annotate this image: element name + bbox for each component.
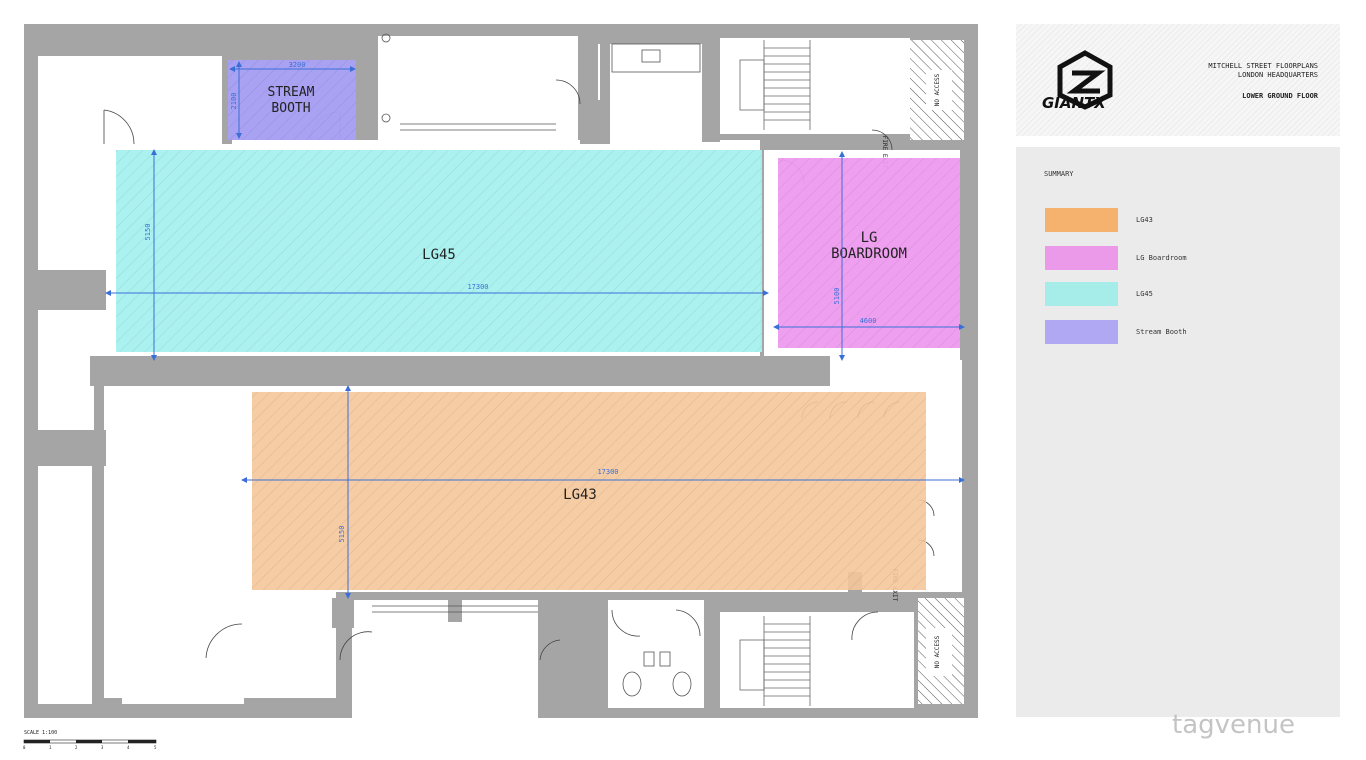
legend-swatch xyxy=(1045,282,1118,306)
legend-swatch xyxy=(1045,208,1118,232)
no-access-label-south: NO ACCESS xyxy=(934,635,941,668)
fire-exit-label-north: FIRE EXIT xyxy=(881,136,888,169)
stairs-north xyxy=(739,40,811,130)
fixtures xyxy=(372,33,701,697)
dim-boardroom-height-label: 5100 xyxy=(833,288,841,305)
logo-text: GIANTX xyxy=(1042,94,1106,112)
partition-walls xyxy=(38,38,978,708)
legend-swatch xyxy=(1045,320,1118,344)
dim-lg43-width-label: 17300 xyxy=(597,468,618,476)
title-line-2: LONDON HEADQUARTERS xyxy=(1237,71,1318,79)
title-block: GIANTX MITCHELL STREET FLOORPLANS LONDON… xyxy=(1016,24,1340,136)
dim-stream-width-label: 3200 xyxy=(289,61,306,69)
scale-tick-4: 4 xyxy=(127,745,130,750)
scale-bar: 0 1 2 3 4 5 xyxy=(23,739,157,750)
floor-name: LOWER GROUND FLOOR xyxy=(1242,92,1318,100)
legend-label: Stream Booth xyxy=(1136,328,1187,336)
legend-label: LG Boardroom xyxy=(1136,254,1187,262)
label-lg45: LG45 xyxy=(422,247,456,263)
scale-tick-5: 5 xyxy=(154,745,157,750)
scale-tick-2: 2 xyxy=(75,745,78,750)
stairs-south xyxy=(739,616,811,706)
scale-label: SCALE 1:100 xyxy=(24,730,58,736)
giantx-logo-icon xyxy=(1057,50,1113,110)
floorplan: NO ACCESS NO ACCESS FIRE EXIT FIRE EXIT xyxy=(23,24,978,750)
dim-boardroom-width-label: 4600 xyxy=(860,317,877,325)
label-lg43: LG43 xyxy=(563,487,597,503)
title-line-1: MITCHELL STREET FLOORPLANS xyxy=(1208,62,1318,70)
watermark: tagvenue xyxy=(1172,710,1295,740)
scale-tick-0: 0 xyxy=(23,745,26,750)
dim-lg45-height-label: 5150 xyxy=(144,224,152,241)
legend-label: LG45 xyxy=(1136,290,1153,298)
summary-panel: SUMMARY LG43 LG Boardroom LG45 Stream Bo… xyxy=(1016,147,1340,717)
dim-lg43-height-label: 5150 xyxy=(338,526,346,543)
scale-tick-3: 3 xyxy=(101,745,104,750)
scale-tick-1: 1 xyxy=(49,745,52,750)
dim-lg45-width-label: 17300 xyxy=(467,283,488,291)
dim-stream-height-label: 2100 xyxy=(230,93,238,110)
legend-label: LG43 xyxy=(1136,216,1153,224)
summary-heading: SUMMARY xyxy=(1044,170,1074,178)
no-access-label-north: NO ACCESS xyxy=(934,73,941,106)
legend-swatch xyxy=(1045,246,1118,270)
